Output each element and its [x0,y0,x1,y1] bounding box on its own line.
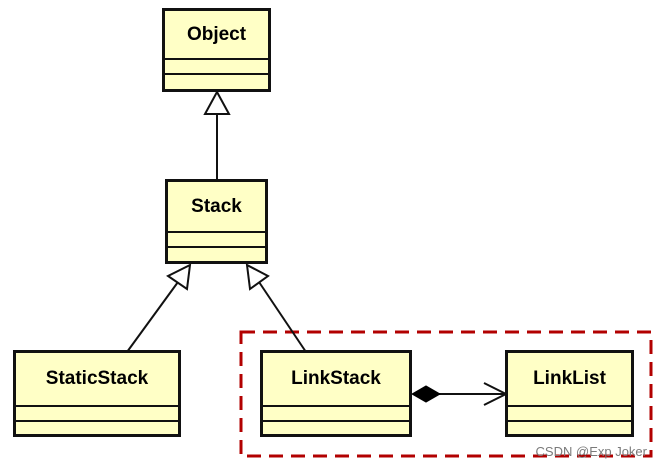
class-object: Object [162,8,271,92]
class-linkstack-name: LinkStack [291,368,381,389]
class-linklist-name: LinkList [533,368,606,389]
generalization-line-staticstack-stack [126,281,179,353]
class-object-operations [165,73,268,89]
class-linklist: LinkList [505,350,634,437]
class-stack-name: Stack [191,196,242,217]
class-staticstack-attributes [16,405,178,420]
class-linkstack-operations [263,420,409,434]
class-staticstack-name: StaticStack [45,368,149,389]
generalization-line-linkstack-stack [258,281,307,353]
class-linkstack-attributes [263,405,409,420]
watermark: CSDN @Exp Joker [535,444,647,459]
class-linklist-operations [508,420,631,434]
class-linkstack: LinkStack [260,350,412,437]
class-object-attributes [165,58,268,73]
package-group-border [239,330,653,458]
class-stack-operations [168,246,265,261]
generalization-arrowhead-stack-left [166,263,192,291]
class-stack-attributes [168,231,265,246]
class-staticstack: StaticStack [13,350,181,437]
class-stack: Stack [165,179,268,264]
class-object-name: Object [186,24,247,45]
composition-diamond [410,385,442,403]
generalization-arrowhead-stack-right [245,263,270,291]
class-staticstack-operations [16,420,178,434]
generalization-arrowhead-object [203,89,231,115]
class-linklist-attributes [508,405,631,420]
